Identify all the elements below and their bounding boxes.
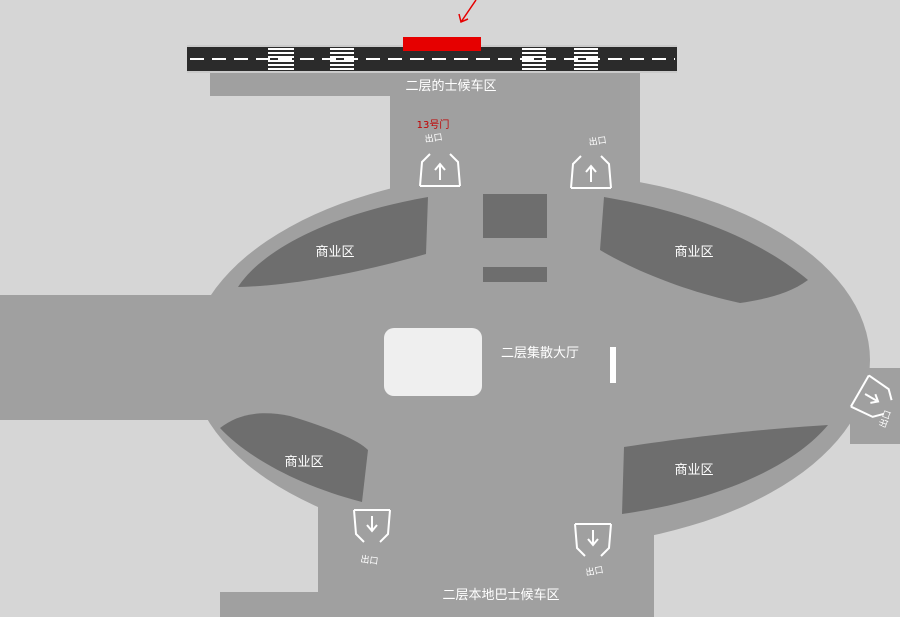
crosswalk (330, 48, 354, 70)
commercial-zone-top-right (600, 197, 808, 303)
crosswalks (268, 48, 598, 70)
gate-label: 13号门 (417, 118, 450, 131)
lower-bus-zone-label: 二层本地巴士候车区 (442, 587, 559, 603)
exit-icon (353, 509, 391, 543)
crosswalk (268, 48, 294, 70)
highlighted-pickup-spot (403, 37, 481, 51)
hall-marker-bar (610, 347, 616, 383)
central-light-block (384, 328, 482, 396)
commercial-zone-label: 商业区 (674, 463, 713, 478)
upper-taxi-zone-label: 二层的士候车区 (405, 78, 496, 94)
exit-label: 出口 (585, 564, 605, 579)
crosswalk (574, 48, 598, 70)
exit-label: 出口 (424, 131, 444, 145)
exit-icon (419, 153, 461, 187)
commercial-zone-bottom-left (220, 413, 368, 502)
pointer-arrow-icon (458, 0, 477, 24)
commercial-zone-bottom-right (622, 425, 828, 514)
lower-platform (220, 592, 654, 617)
crosswalk (522, 48, 546, 70)
exit-icon (570, 155, 612, 189)
central-block-lower (483, 267, 547, 282)
commercial-zones (220, 197, 828, 514)
commercial-zone-top-left (238, 197, 428, 287)
central-block-upper (483, 194, 547, 238)
exit-label: 出口 (588, 134, 608, 148)
commercial-zone-label: 商业区 (674, 245, 713, 260)
exit-icon (850, 374, 893, 418)
hall-label: 二层集散大厅 (501, 345, 579, 361)
exit-icon (574, 523, 612, 557)
left-corridor (0, 295, 230, 420)
commercial-zone-label: 商业区 (284, 455, 323, 470)
commercial-zone-label: 商业区 (315, 245, 354, 260)
exit-label: 出口 (360, 553, 380, 567)
